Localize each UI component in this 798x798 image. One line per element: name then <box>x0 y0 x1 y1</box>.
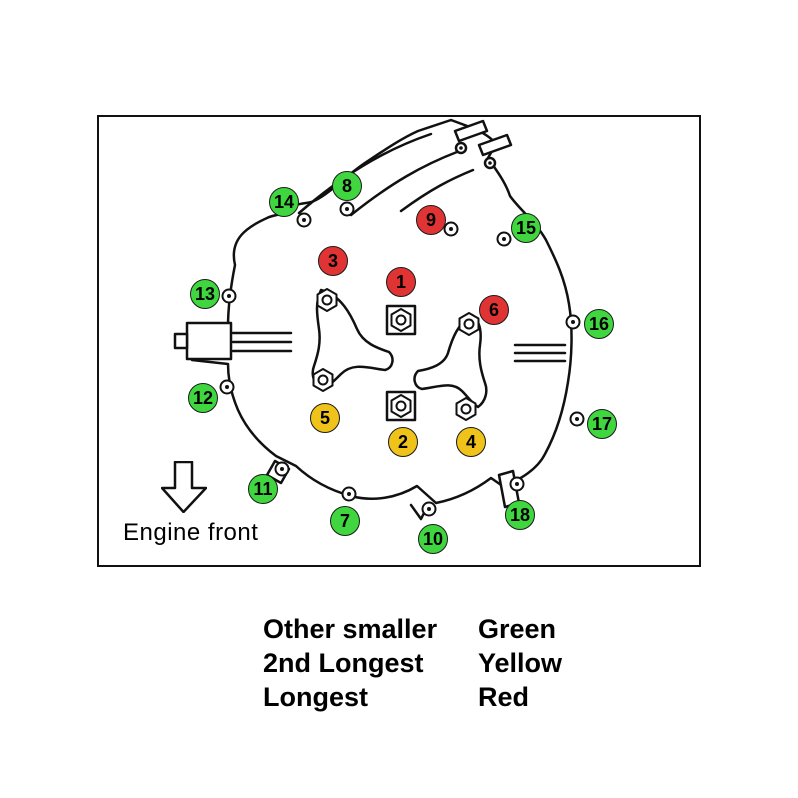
legend-size-label: 2nd Longest <box>263 648 424 678</box>
bolt-13-marker: 13 <box>190 279 220 309</box>
legend-size-label: Longest <box>263 682 368 712</box>
bolt-16-marker: 16 <box>584 309 614 339</box>
bolt-9-marker: 9 <box>416 205 446 235</box>
engine-front-indicator: Engine front <box>123 461 353 547</box>
bolt-18-marker: 18 <box>505 500 535 530</box>
bolt-15-marker: 15 <box>511 213 541 243</box>
bolt-12-marker: 12 <box>188 383 218 413</box>
engine-front-arrow-icon <box>161 461 207 513</box>
bolt-5-marker: 5 <box>310 403 340 433</box>
bolt-8-marker: 8 <box>332 171 362 201</box>
bolt-17-marker: 17 <box>587 409 617 439</box>
bolt-7-marker: 7 <box>330 506 360 536</box>
engine-front-label: Engine front <box>123 519 259 546</box>
bolt-4-marker: 4 <box>456 427 486 457</box>
bolt-1-marker: 1 <box>386 267 416 297</box>
legend: Other smaller Green 2nd Longest Yellow L… <box>263 612 562 714</box>
bolt-3-marker: 3 <box>318 246 348 276</box>
legend-size-label: Other smaller <box>263 614 438 644</box>
bolt-10-marker: 10 <box>418 524 448 554</box>
legend-color-label: Green <box>478 614 557 644</box>
legend-color-label: Red <box>478 682 530 712</box>
bolt-6-marker: 6 <box>479 295 509 325</box>
bolt-2-marker: 2 <box>388 427 418 457</box>
bolt-11-marker: 11 <box>248 474 278 504</box>
legend-color-label: Yellow <box>478 648 563 678</box>
bolt-14-marker: 14 <box>269 187 299 217</box>
